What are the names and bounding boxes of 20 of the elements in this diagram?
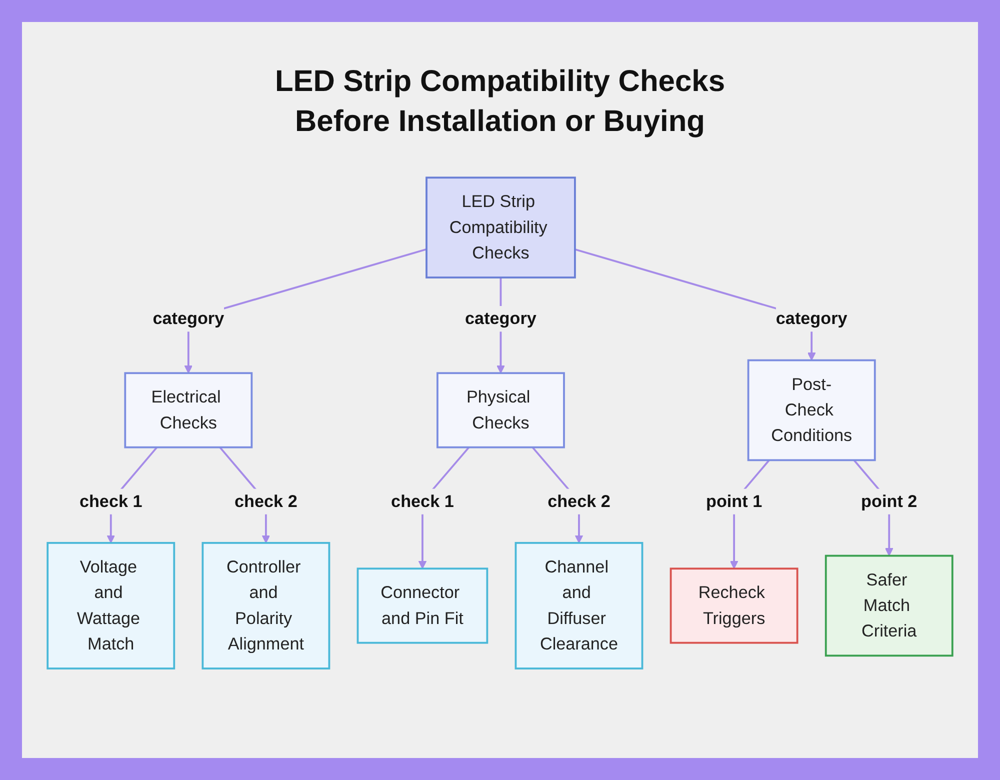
edge-label: check 2 [548, 492, 610, 511]
node-box: Safer Match Criteria [824, 554, 954, 657]
edge-label: check 1 [391, 492, 454, 511]
node-box: LED Strip Compatibility Checks [426, 176, 576, 278]
node-box: Voltage and Wattage Match [46, 542, 176, 670]
node-box: Recheck Triggers [670, 568, 798, 644]
edge-label: category [152, 308, 224, 328]
edge-label: check 2 [234, 492, 298, 511]
diagram-title: LED Strip Compatibility Checks Before Installation or Buying [274, 64, 726, 140]
node-box: Channel and Diffuser Clearance [514, 542, 644, 670]
node-box: Controller and Polarity Alignment [202, 542, 330, 670]
edge-label: point 2 [861, 492, 918, 511]
node-box: Electrical Checks [124, 372, 253, 448]
edge-label: check 1 [79, 492, 142, 511]
node-box: Physical Checks [436, 372, 565, 448]
edge-label: category [776, 308, 848, 328]
edge-label: category [465, 308, 536, 328]
node-box: Post-Check Conditions [747, 359, 876, 462]
node-box: Connector and Pin Fit [356, 568, 488, 644]
edge-label: point 1 [706, 492, 762, 511]
